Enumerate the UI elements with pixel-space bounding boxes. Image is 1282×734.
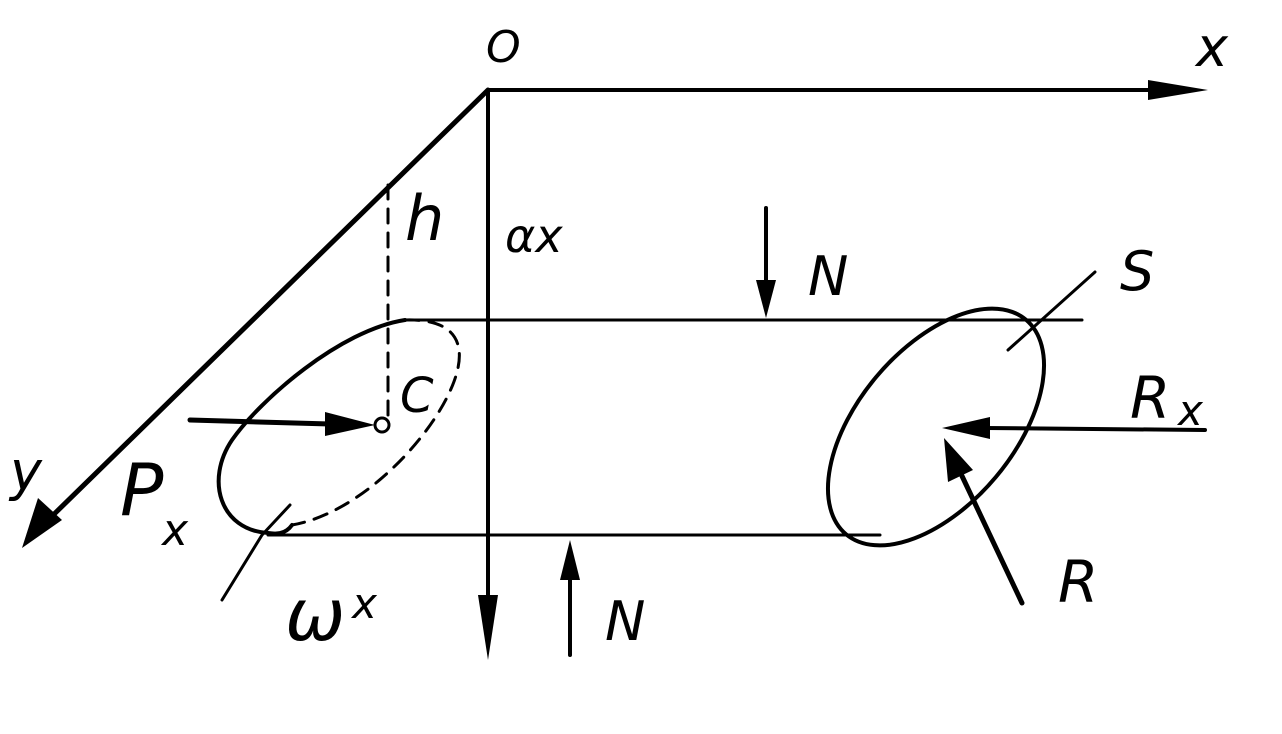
svg-text:P: P	[120, 448, 164, 532]
z-axis	[478, 88, 498, 660]
svg-text:x: x	[1176, 386, 1204, 435]
reaction-arrow	[944, 438, 1025, 606]
y-axis-label: y	[8, 440, 43, 503]
normal-bottom-arrow	[560, 540, 580, 657]
pressure-label: P x	[120, 448, 189, 556]
normal-top-label: N	[808, 245, 848, 308]
surface-leader	[1006, 270, 1097, 352]
normal-top-arrow	[756, 206, 776, 318]
reaction-label: R	[1058, 548, 1098, 616]
centroid-point	[373, 416, 391, 434]
svg-text:x: x	[160, 505, 189, 556]
x-axis	[486, 80, 1208, 100]
svg-text:ω: ω	[285, 573, 345, 657]
x-axis-label: x	[1194, 16, 1229, 79]
centroid-label: C	[400, 368, 434, 424]
surface-label: S	[1120, 240, 1154, 303]
reaction-x-label: R x	[1130, 364, 1204, 435]
origin-label: O	[486, 22, 521, 73]
normal-bottom-label: N	[605, 590, 645, 653]
ox-label: αx	[505, 209, 563, 263]
left-section-ellipse	[216, 318, 461, 536]
pressure-force-arrow	[187, 412, 375, 436]
area-leader	[220, 503, 292, 602]
depth-label: h	[405, 182, 444, 255]
right-section-ellipse	[825, 306, 1047, 548]
y-axis	[22, 87, 491, 548]
svg-text:R: R	[1130, 364, 1170, 432]
area-label: ω x	[285, 573, 378, 657]
svg-text:x: x	[350, 579, 378, 628]
reaction-x-arrow	[942, 417, 1207, 439]
